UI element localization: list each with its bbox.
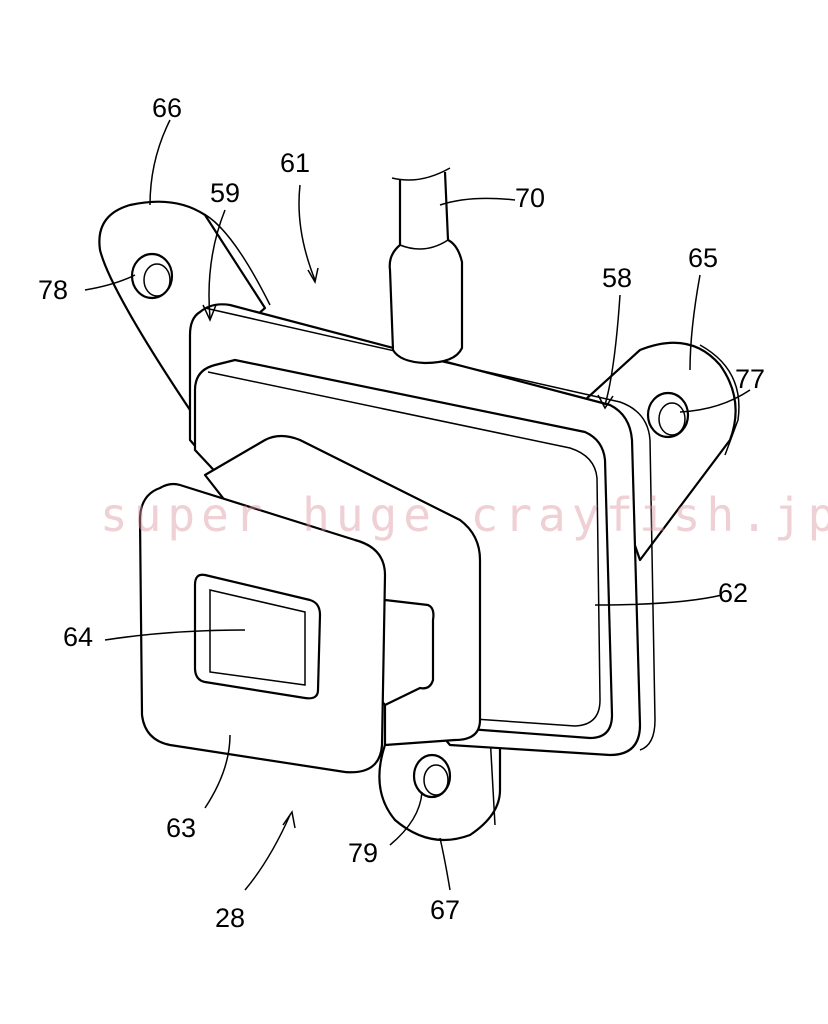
label-64: 64 bbox=[63, 622, 94, 652]
label-61: 61 bbox=[280, 148, 311, 178]
label-77: 77 bbox=[735, 364, 766, 394]
watermark: super huge crayfish.jp bbox=[100, 488, 828, 542]
label-62: 62 bbox=[718, 578, 749, 608]
label-78: 78 bbox=[38, 275, 69, 305]
label-63: 63 bbox=[166, 813, 197, 843]
label-59: 59 bbox=[210, 178, 241, 208]
label-28: 28 bbox=[215, 903, 246, 933]
label-79: 79 bbox=[348, 838, 379, 868]
label-70: 70 bbox=[515, 183, 546, 213]
label-58: 58 bbox=[602, 263, 633, 293]
label-67: 67 bbox=[430, 895, 461, 925]
cable-70 bbox=[388, 171, 464, 365]
label-66: 66 bbox=[152, 93, 183, 123]
window-64 bbox=[193, 573, 322, 700]
label-65: 65 bbox=[688, 243, 719, 273]
flange-66 bbox=[98, 200, 267, 412]
